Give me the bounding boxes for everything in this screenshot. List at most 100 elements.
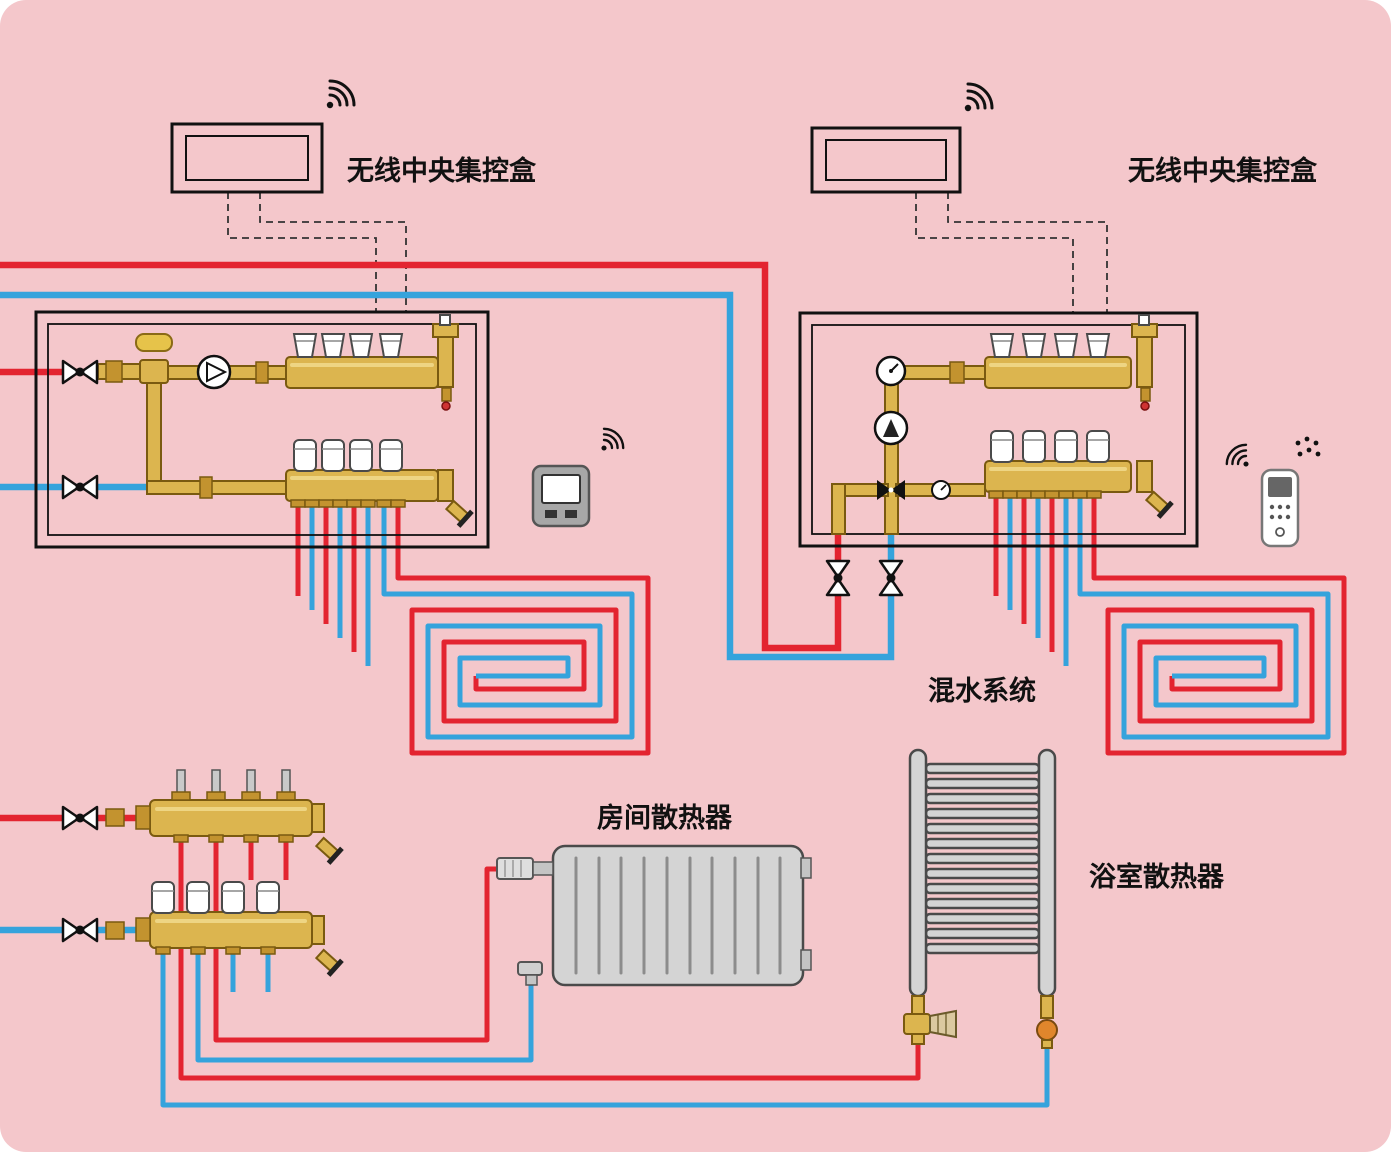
radiator-body [551,844,805,987]
radiator-valve-icon [903,995,957,1045]
loop-stubs-right [993,490,1069,666]
supply-manifold-radiators [105,769,345,866]
thermostatic-head-icon [135,333,173,352]
cabinet-outer-frame [798,311,1199,548]
valve-actuator-icon [1086,430,1110,463]
bathroom-radiator-label: 浴室散热器 [1089,861,1225,893]
union-nut [105,808,125,827]
valve-actuator-icon [186,881,210,914]
air-vent-cap [1138,314,1150,326]
pressure-gauge-icon [875,355,907,387]
flow-meter-icon [1054,333,1078,358]
floor-heating-coil-left [381,499,651,756]
towel-tube-right [1037,748,1057,998]
return-manifold-right-cabinet [984,430,1175,520]
cabinet-outer-frame [34,310,490,549]
remote-control-icon [1225,436,1321,548]
elbow-drop [831,483,846,535]
lockshield-valve-icon [517,961,543,986]
return-manifold-left-cabinet [285,439,475,529]
end-cap [1136,460,1153,493]
valve-actuator-icon [293,439,317,472]
supply-manifold-left-cabinet [285,314,459,411]
union-nut [105,921,125,940]
floor-heating-coil-right [1077,490,1347,756]
thermometer-icon [931,480,951,500]
towel-radiator: 浴室散热器 [903,748,1225,1049]
room-radiator-label: 房间散热器 [597,803,733,834]
mixing-riser [884,383,899,535]
manifold-cabinet-left [34,310,490,666]
drain-stub [1140,387,1151,402]
towel-radiator-supply-pipe [178,834,921,1081]
main-return-pipe [0,291,895,661]
room-radiator-return-pipe [195,946,534,1063]
air-vent-cap [439,314,451,326]
room-thermostat-icon [531,427,625,528]
circulation-pump-icon [873,410,909,446]
valve-actuator-icon [990,430,1014,463]
union-nut [255,361,269,384]
cabinet-inner-frame [47,323,477,536]
mixing-riser [146,365,162,491]
towel-rungs [924,762,1041,955]
radiator-distribution-circuit [61,769,1050,1108]
flow-meter-icon [321,333,345,358]
valve-actuator-icon [256,881,280,914]
flow-meter-icon [293,333,317,358]
union-nut [199,476,213,499]
supply-manifold-right-cabinet [984,314,1158,411]
wireless-hub-left-label: 无线中央集控盒 [347,155,537,187]
union-nut [949,361,965,384]
valve-actuator-icon [151,881,175,914]
flow-meter-icon [1086,333,1110,358]
mixing-valve-body [139,359,169,384]
union-nut [105,360,123,383]
flow-meter-icon [379,333,403,358]
signal-dots-icon [1295,436,1321,457]
end-nipple [135,917,151,942]
flow-meter-icon [990,333,1014,358]
hub-body [810,126,962,194]
return-union-icon [1036,995,1058,1049]
return-header-pipe [146,480,289,495]
supply-header-pipe [895,365,986,380]
room-radiator-supply-pipe [213,834,497,1043]
valve-actuator-icon [221,881,245,914]
wireless-hub-right: 无线中央集控盒 [810,82,1318,194]
towel-tube-left [908,748,928,998]
end-cap [311,915,325,945]
main-supply-pipe [0,261,842,652]
valve-actuator-icon [1022,430,1046,463]
radiator-ribs [574,856,782,975]
cabinet-inner-frame [811,324,1186,535]
manifold-cabinet-right [798,311,1199,666]
end-nipple [135,805,151,830]
panel-radiator: 房间散热器 [496,803,812,987]
circulation-pump-icon [196,354,232,390]
thermostatic-valve-icon [496,857,554,880]
drain-cap [441,401,451,411]
flow-meter-icon [349,333,373,358]
end-riser [437,335,454,388]
mixing-system-label: 混水系统 [928,675,1036,707]
wireless-hub-left: 无线中央集控盒 [170,79,537,194]
valve-actuator-icon [1054,430,1078,463]
wireless-hub-right-label: 无线中央集控盒 [1128,155,1318,187]
drain-cap [1140,401,1150,411]
flow-meter-icon [1022,333,1046,358]
end-cap [437,469,454,502]
hub-screen [825,139,947,181]
valve-actuator-icon [379,439,403,472]
return-manifold-radiators [105,881,345,978]
valve-actuator-icon [349,439,373,472]
drain-stub [441,387,452,402]
end-cap [311,803,325,833]
valve-actuator-icon [321,439,345,472]
bracket [800,857,812,879]
hub-screen [185,135,309,181]
hub-body [170,122,324,194]
end-riser [1136,335,1153,388]
